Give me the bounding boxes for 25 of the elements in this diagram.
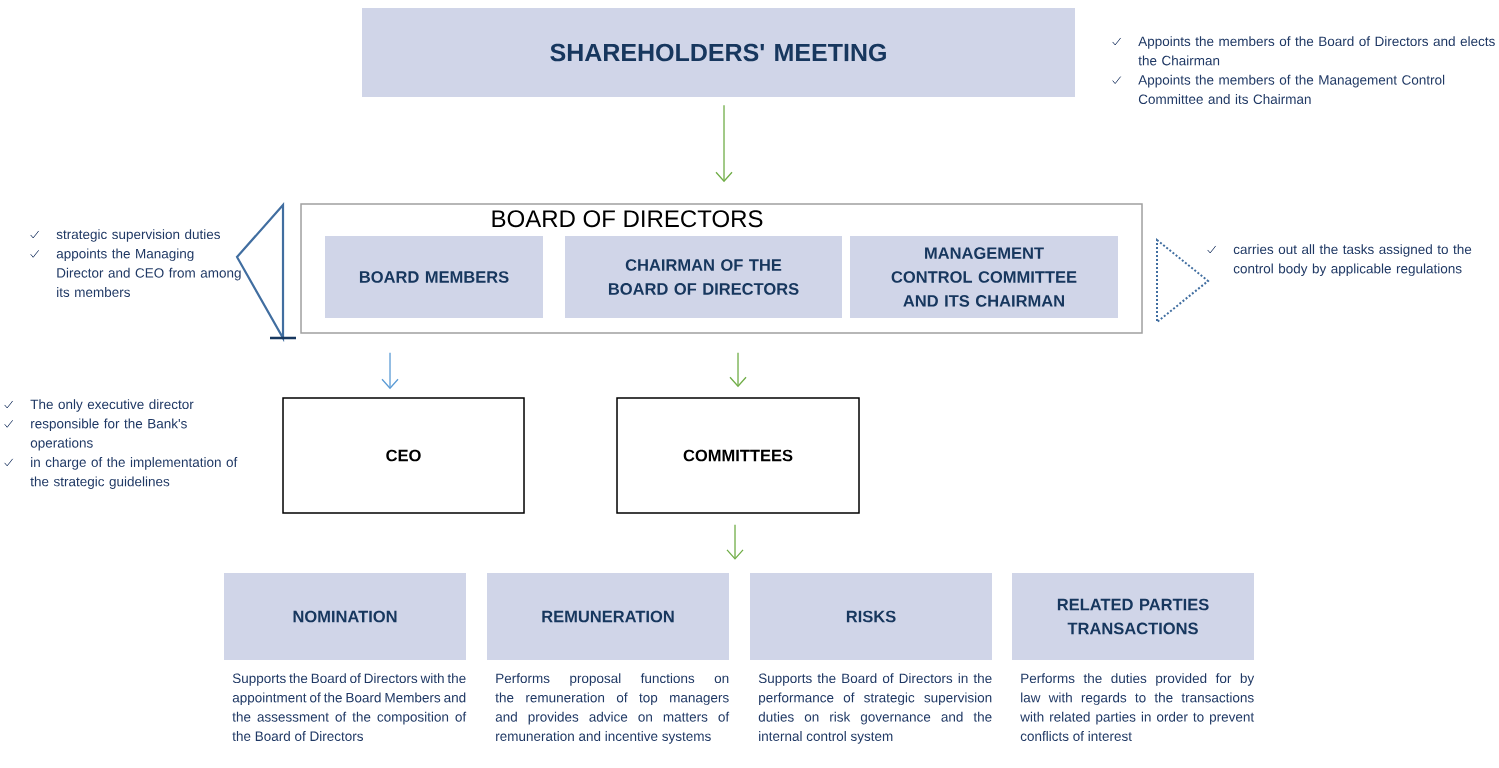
arrow [729, 352, 747, 388]
process-box: REMUNERATION [487, 573, 729, 660]
title-box: SHAREHOLDERS' MEETING [362, 8, 1075, 97]
bullet-text: in charge of the implementation of the strategic guidelines [30, 457, 238, 489]
process-box: CHAIRMAN OF THE BOARD OF DIRECTORS [565, 236, 842, 318]
bullet-text: Appoints the members of the Management Control Committee and its Chairman [1138, 74, 1445, 104]
process-box: MANAGEMENT CONTROL COMMITTEE AND ITS CHAIRMAN [850, 236, 1118, 318]
description-text: Supports the Board of Directors with the appointment of the Board Members and the assessment of the composition of the Board of Directors [232, 673, 467, 741]
bullet-text: Appoints the members of the Board of Directors and elects the Chairman [1138, 36, 1495, 66]
description-text: Performs proposal functions on the remuneration of top managers and provides advice on matters of remuneration and incentive systems [495, 673, 730, 744]
bullet-text: carries out all the tasks assigned to the control body by applicable regulations [1233, 244, 1472, 277]
process-box: NOMINATION [224, 573, 466, 660]
process-box: RELATED PARTIES TRANSACTIONS [1012, 573, 1254, 660]
process-box: BOARD MEMBERS [325, 236, 543, 318]
bullet-text: The only executive director [30, 399, 194, 412]
description-text: Supports the Board of Directors in the performance of strategic supervision duties on risk governance and the internal control system [758, 673, 992, 744]
bullet-text: appoints the Managing Director and CEO from among its members [56, 248, 241, 297]
description-text: Performs the duties provided for by law with regards to the transactions with related parties in order to prevent conflicts of interest [1020, 673, 1255, 741]
process-box: CEO [282, 397, 525, 514]
arrow [381, 352, 399, 390]
arrow [726, 524, 744, 560]
process-box: COMMITTEES [616, 397, 860, 514]
bullet-text: strategic supervision duties [56, 229, 220, 242]
process-box: RISKS [750, 573, 992, 660]
arrow [715, 104, 733, 183]
